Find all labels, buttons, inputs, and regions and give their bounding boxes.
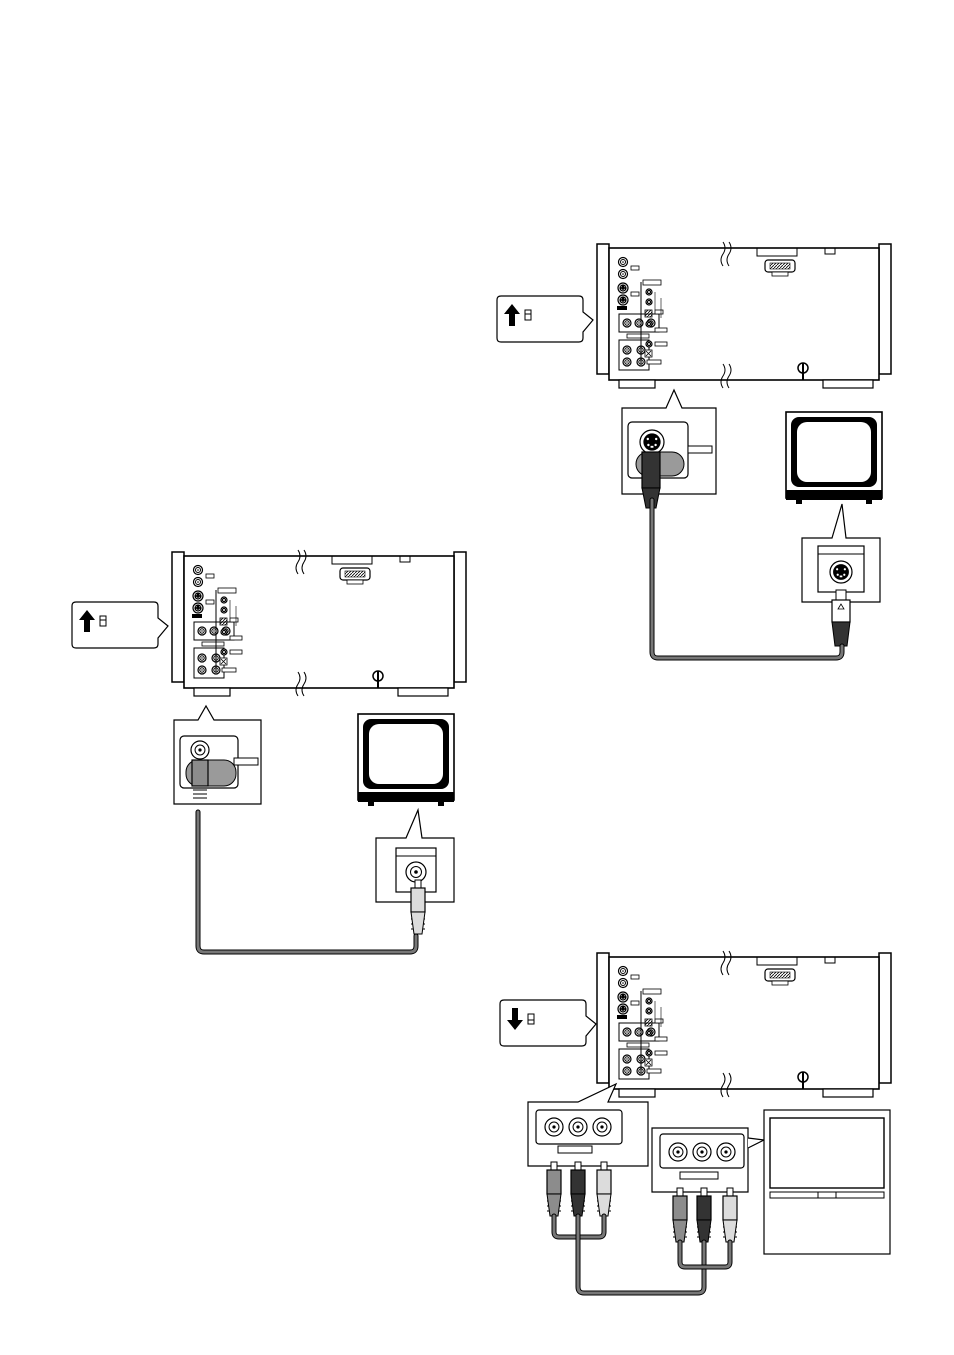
rca-jack — [221, 649, 227, 655]
side-handle-right — [879, 244, 891, 374]
s-video-out-callout — [622, 390, 716, 508]
component-plug-y — [673, 1188, 687, 1242]
rca-jack — [646, 299, 652, 305]
rca-jack — [646, 321, 652, 327]
side-handle-left — [597, 244, 609, 374]
rca-jack — [198, 666, 206, 674]
crt-monitor — [786, 412, 882, 504]
rca-jack — [221, 629, 227, 635]
audio-jack-group — [619, 1049, 649, 1079]
switch-callout — [497, 296, 593, 342]
rca-jack — [623, 319, 631, 327]
foot-right — [823, 380, 873, 388]
rca-jack — [221, 597, 227, 603]
switch-icon — [100, 616, 106, 626]
component-in-callout — [652, 1128, 764, 1192]
s-video-jack — [618, 295, 628, 305]
side-handle-left — [172, 552, 184, 682]
foot-left — [619, 1089, 655, 1097]
s-video-jack — [618, 992, 628, 1002]
foot-right — [823, 1089, 873, 1097]
rca-jack — [646, 998, 652, 1004]
rca-jack — [635, 1028, 643, 1036]
switch-callout — [500, 1000, 596, 1046]
switch-icon — [525, 310, 531, 320]
component-jack-pr — [593, 1118, 611, 1136]
rca-jack — [194, 578, 203, 587]
rca-jack — [221, 607, 227, 613]
foot-left — [619, 380, 655, 388]
component-jack-y — [669, 1143, 687, 1161]
rca-jack — [619, 967, 628, 976]
rca-jack — [194, 566, 203, 575]
optical-port — [645, 1019, 652, 1026]
dvd-player-rear-panel — [597, 951, 891, 1097]
s-video-plug — [642, 452, 660, 488]
component-connection-diagram — [500, 951, 891, 1293]
side-handle-right — [879, 953, 891, 1083]
rca-plug — [411, 880, 425, 934]
foot-right — [398, 688, 448, 696]
switch-callout — [72, 602, 168, 648]
s-video-in-jack — [830, 561, 852, 583]
flat-panel-monitor — [764, 1110, 890, 1254]
monitor-screen — [369, 724, 443, 784]
audio-jack-group — [619, 340, 649, 370]
foot-left — [194, 688, 230, 696]
rca-plug — [192, 760, 208, 786]
rca-jack — [646, 1008, 652, 1014]
rca-jack — [198, 654, 206, 662]
rca-jack — [210, 627, 218, 635]
rca-jack — [619, 979, 628, 988]
rca-jack — [623, 1067, 631, 1075]
mini-switch — [617, 1015, 627, 1019]
side-handle-right — [454, 552, 466, 682]
component-jack-pr — [717, 1143, 735, 1161]
dvd-player-rear-panel — [597, 242, 891, 388]
monitor-screen — [797, 422, 871, 482]
s-video-jack — [618, 283, 628, 293]
optical-port — [645, 310, 652, 317]
rca-jack — [623, 1055, 631, 1063]
component-jack-pb — [569, 1118, 587, 1136]
s-video-jack — [618, 1004, 628, 1014]
rca-jack — [619, 258, 628, 267]
s-video-jack — [193, 603, 203, 613]
component-plug-pb — [571, 1162, 585, 1216]
component-plug-y — [547, 1162, 561, 1216]
component-jack-y — [545, 1118, 563, 1136]
rca-jack — [646, 341, 652, 347]
video-out-callout — [174, 706, 261, 804]
rca-jack — [623, 1028, 631, 1036]
switch-icon — [528, 1014, 534, 1024]
dvd-player-rear-panel — [172, 550, 466, 696]
s-video-in-callout — [802, 504, 880, 602]
component-jack-pb — [693, 1143, 711, 1161]
optical-port — [220, 618, 227, 625]
monitor-screen — [770, 1118, 884, 1188]
video-out-jack — [191, 741, 209, 759]
crt-monitor — [358, 714, 454, 806]
video-connection-diagram — [72, 550, 466, 952]
rca-jack — [646, 1050, 652, 1056]
component-plug-pr — [597, 1162, 611, 1216]
rca-jack — [623, 346, 631, 354]
component-plug-pb — [697, 1188, 711, 1242]
s-video-out-jack — [640, 430, 664, 454]
rca-jack — [635, 319, 643, 327]
rca-jack — [198, 627, 206, 635]
mini-switch — [617, 306, 627, 310]
audio-jack-group — [194, 648, 224, 678]
s-video-jack — [193, 591, 203, 601]
component-plug-pr — [723, 1188, 737, 1242]
video-in-jack — [406, 862, 426, 882]
s-video-connection-diagram — [497, 242, 891, 658]
side-handle-left — [597, 953, 609, 1083]
mini-switch — [192, 614, 202, 618]
rca-jack — [646, 1030, 652, 1036]
rca-jack — [646, 289, 652, 295]
rca-jack — [619, 270, 628, 279]
rca-jack — [623, 358, 631, 366]
